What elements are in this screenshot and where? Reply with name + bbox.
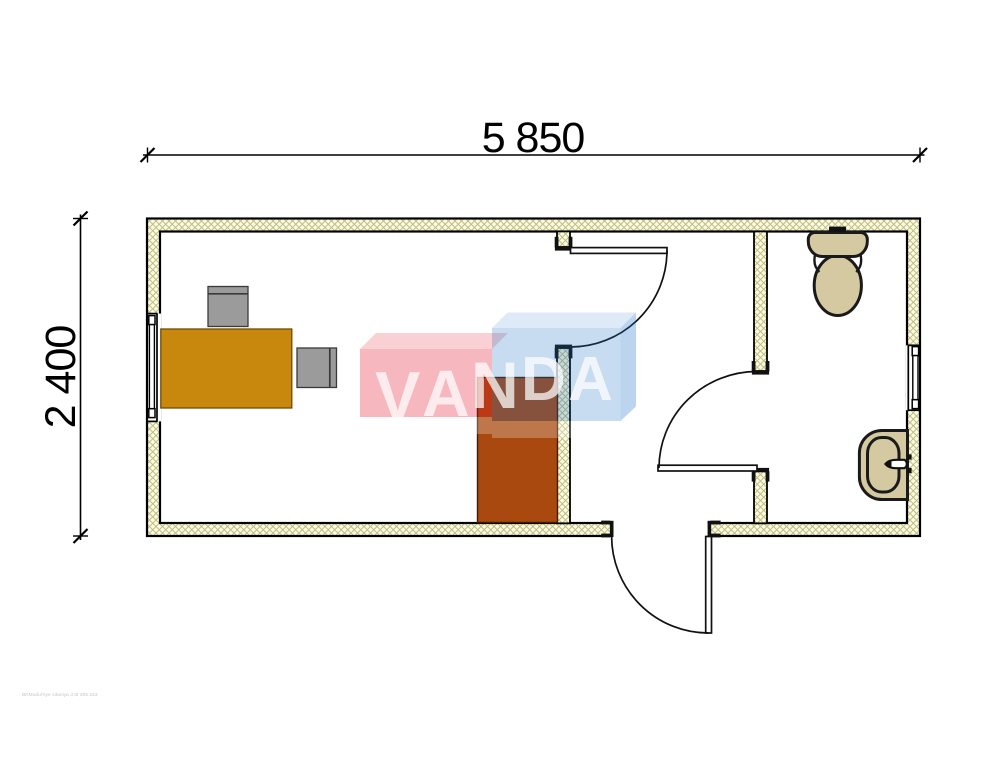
sink-tap-tip — [885, 461, 892, 467]
bathroom-door-jamb-top-bar — [751, 371, 770, 375]
watermark-blue-box-side — [620, 312, 636, 421]
dimension-width-tick-right — [912, 147, 928, 163]
dimension-height-tick-top — [72, 210, 89, 227]
right-window-frame-top — [911, 345, 920, 357]
entrance-jamb-left-tab-bottom — [601, 533, 611, 538]
watermark-blue-box-reflection — [492, 421, 621, 438]
watermark-red-box-front — [360, 349, 492, 417]
watermark-letter-1: V — [375, 358, 420, 434]
office-door — [569, 246, 668, 348]
bathroom-door-jamb-top-tab-right — [765, 361, 770, 372]
sink-fitting-bottom — [907, 467, 912, 474]
bathroom-door-jamb-bottom-tab-right — [765, 471, 770, 482]
toilet — [806, 226, 869, 317]
doors — [569, 246, 758, 634]
chair-top-seat — [207, 285, 249, 328]
left-window — [146, 312, 162, 423]
left-window-frame-top — [148, 314, 156, 326]
bathroom-door-leaf — [657, 464, 758, 472]
right-window-glazing — [912, 354, 919, 401]
toilet-flush-button — [829, 226, 846, 232]
watermark-letter-2: A — [422, 356, 470, 430]
right-window — [905, 344, 921, 412]
dimension-height-tick-bottom — [72, 528, 89, 544]
office-door-jamb-bottom-tab-left — [554, 347, 559, 359]
watermark-letter-3: N — [471, 348, 519, 422]
entrance-opening — [613, 520, 708, 539]
entrance-door-leaf — [704, 535, 713, 634]
entrance-jamb-right-tab-bottom — [710, 533, 721, 538]
chair-right — [296, 347, 338, 389]
left-window-glazing — [148, 323, 156, 410]
bathroom-door-swing — [658, 370, 758, 469]
office-door-swing — [570, 250, 668, 348]
watermark-red-box-top — [360, 333, 508, 349]
watermark-red-box-reflection — [360, 417, 492, 434]
dimension-height-label: 2 400 — [37, 326, 85, 429]
entrance-door-swing — [610, 535, 709, 634]
watermark-letter-5: A — [568, 345, 613, 414]
entrance-door — [610, 535, 713, 634]
bathroom-door-jamb-bottom-bar — [751, 467, 770, 472]
dimension-height — [72, 210, 89, 544]
chair-top — [207, 285, 249, 328]
sink-body — [857, 429, 909, 501]
bathroom-partition-upper — [753, 230, 768, 372]
office-door-jamb-bottom-bar — [554, 344, 573, 349]
office-door-jamb-bottom-tab-right — [568, 347, 573, 359]
toilet-bowl — [812, 254, 863, 317]
watermark-blue-box-front — [492, 328, 621, 421]
dimension-width-tick-left — [139, 147, 156, 163]
watermark-letter-4: D — [521, 345, 566, 414]
office-partition-stub — [556, 230, 571, 248]
dimension-width-label: 5 850 — [482, 114, 585, 162]
right-window-frame-bottom — [911, 398, 920, 410]
bathroom-door-jamb-bottom-tab-left — [751, 471, 756, 482]
entrance-jamb-left-tab-top — [601, 520, 611, 525]
entrance-jamb-right-bar — [707, 520, 712, 537]
toilet-tank — [806, 231, 869, 258]
bathroom-door-jamb-top-tab-left — [751, 361, 756, 372]
watermark-blue-box-top — [492, 312, 636, 328]
sink-fitting-top — [907, 454, 912, 460]
door-jambs — [554, 236, 770, 538]
office-door-jamb-top-tab-left — [554, 236, 559, 248]
cabinet — [476, 376, 559, 524]
left-window-frame-bottom — [148, 407, 156, 419]
watermark: V A N D A — [360, 312, 636, 438]
office-door-jamb-top-bar — [554, 247, 573, 251]
entrance-jamb-right-tab-top — [710, 520, 721, 525]
desk — [160, 328, 293, 409]
exterior-wall-outer-line — [145, 217, 922, 538]
sink — [857, 429, 912, 501]
office-door-jamb-top-tab-right — [568, 236, 573, 248]
entrance-jamb-left-bar — [609, 520, 614, 537]
footnote-text: BKModul'nye zdaniya 3,5t 365 243 — [22, 692, 98, 698]
dimension-width — [139, 147, 928, 163]
watermark-text: V A N D A — [375, 345, 613, 434]
bathroom-partition-lower — [753, 470, 768, 525]
office-furniture — [160, 285, 559, 524]
office-door-leaf — [569, 246, 668, 255]
bathroom-door — [657, 370, 758, 472]
